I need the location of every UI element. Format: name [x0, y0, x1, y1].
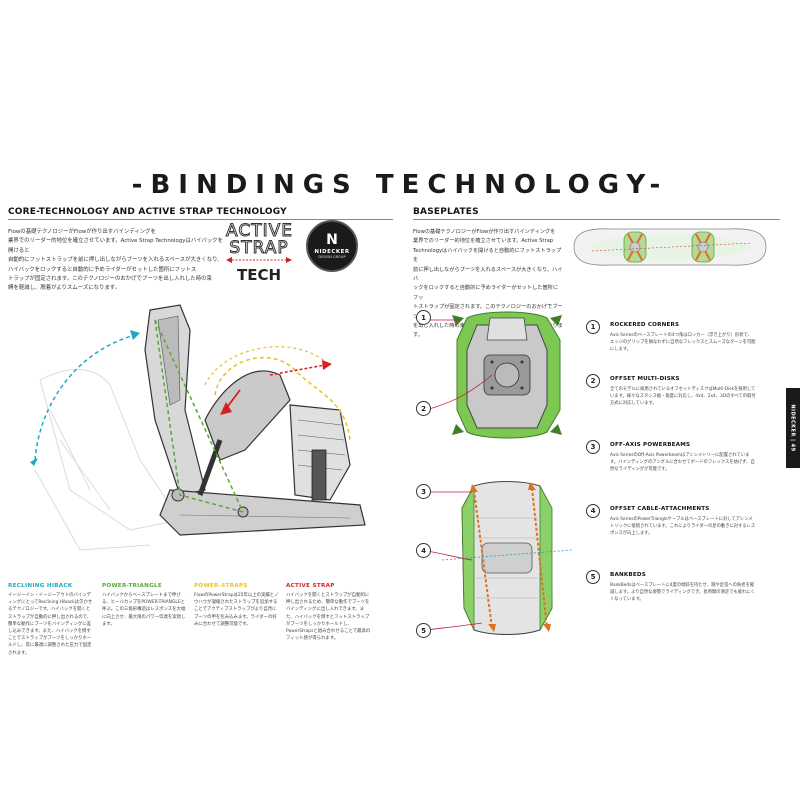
- side-tab-label: NIDECKER | 49: [790, 404, 796, 452]
- callout-2: 2: [416, 401, 431, 416]
- item-number: 2: [586, 374, 600, 388]
- feature-text: イージーイン・イージーアウトのバインディングにとってReclining Hiba…: [8, 593, 93, 656]
- nidecker-badge-sub: DESIGN GROUP: [318, 255, 346, 259]
- baseplate-item-offset-multi-disks: 2 OFFSET MULTI-DISKS 全てのモデルに採用されているオフセット…: [586, 374, 756, 434]
- nidecker-badge: N NIDECKER DESIGN GROUP: [306, 220, 358, 272]
- logo-word-tech: TECH: [236, 266, 282, 284]
- item-text: Axis SeriesのPowerTriangleケーブルはベースプレートに対し…: [610, 517, 756, 536]
- item-title: BANKBEDS: [610, 572, 646, 578]
- item-text: Axis Seriesのベースプレートの4つ角はロッカー（浮き上がり）形状で、エ…: [610, 333, 756, 352]
- feature-text: ハイバックからベースプレートまで伸びる、ヒールカップをPOWER-TRIANGL…: [102, 593, 186, 627]
- item-text: Axis SeriesのOff-Axis Powerbeamはアシンメトリーに配…: [610, 453, 755, 472]
- item-text: BankBedsはベースプレートに4度の傾斜を持たせ、膝や足首への負担を軽減しま…: [610, 583, 755, 602]
- page-side-tab: NIDECKER | 49: [786, 388, 800, 468]
- nidecker-badge-name: NIDECKER: [314, 249, 350, 255]
- feature-active-strap: ACTIVE STRAP ハイバックを開くとストラップが自動的に押し出されるため…: [286, 583, 372, 642]
- callout-1: 1: [416, 310, 431, 325]
- baseplate-item-bankbeds: 5 BANKBEDS BankBedsはベースプレートに4度の傾斜を持たせ、膝や…: [586, 570, 756, 630]
- binding-illustration: [30, 304, 366, 551]
- item-text: 全てのモデルに採用されているオフセットディスクはMulti-Diskを採用してい…: [610, 387, 756, 406]
- callout-5: 5: [416, 623, 431, 638]
- item-title: OFF-AXIS POWERBEAMS: [610, 442, 691, 448]
- baseplate-item-offset-cable-attachments: 4 OFFSET CABLE-ATTACHMENTS Axis SeriesのP…: [586, 504, 756, 562]
- baseplate-item-off-axis-powerbeams: 3 OFF-AXIS POWERBEAMS Axis SeriesのOff-Ax…: [586, 440, 756, 498]
- nidecker-badge-letter: N: [326, 232, 338, 248]
- feature-title: RECLINING HIBACK: [8, 583, 73, 589]
- baseplate-item-rockered-corners: 1 ROCKERED CORNERS Axis Seriesのベースプレートの4…: [586, 320, 756, 370]
- feature-power-straps: POWER-STRAPS FlowのPowerStrapは25年以上の実績とノウ…: [194, 583, 280, 628]
- active-strap-tech-logo: ACTIVE STRAP TECH: [226, 221, 293, 284]
- feature-text: FlowのPowerStrapは25年以上の実績とノウハウが凝縮されたストラップ…: [194, 593, 279, 627]
- item-number: 5: [586, 570, 600, 584]
- logo-arrows-icon: [226, 257, 292, 263]
- baseplates-heading: BASEPLATES: [413, 207, 479, 217]
- left-heading-rule: [8, 219, 393, 220]
- feature-power-triangle: POWER-TRIANGLE ハイバックからベースプレートまで伸びる、ヒールカッ…: [102, 583, 188, 628]
- item-title: OFFSET CABLE-ATTACHMENTS: [610, 506, 710, 512]
- core-technology-heading: CORE-TECHNOLOGY AND ACTIVE STRAP TECHNOL…: [8, 207, 287, 217]
- item-number: 4: [586, 504, 600, 518]
- baseplate-top-view: [425, 311, 562, 439]
- callout-4: 4: [416, 543, 431, 558]
- snowboard-illustration: [573, 228, 767, 266]
- feature-title: POWER-STRAPS: [194, 583, 248, 589]
- feature-reclining-hiback: RECLINING HIBACK イージーイン・イージーアウトのバインディングに…: [8, 583, 94, 657]
- item-number: 1: [586, 320, 600, 334]
- page-title: -BINDINGS TECHNOLOGY-: [131, 170, 669, 200]
- core-technology-intro: Flowの基礎テクノロジーがFlowが作り出すバインディングを 業界でのリーダー…: [8, 229, 223, 292]
- item-number: 3: [586, 440, 600, 454]
- baseplate-bottom-view: [425, 481, 573, 635]
- item-title: ROCKERED CORNERS: [610, 322, 680, 328]
- feature-title: ACTIVE STRAP: [286, 583, 335, 589]
- item-title: OFFSET MULTI-DISKS: [610, 376, 680, 382]
- feature-text: ハイバックを開くとストラップが自動的に押し出されるため、簡単な動作でブーツをバイ…: [286, 593, 371, 642]
- right-heading-rule: [413, 219, 780, 220]
- callout-3: 3: [416, 484, 431, 499]
- logo-word-active: ACTIVE: [226, 221, 293, 241]
- logo-word-strap: STRAP: [229, 238, 289, 258]
- feature-title: POWER-TRIANGLE: [102, 583, 163, 589]
